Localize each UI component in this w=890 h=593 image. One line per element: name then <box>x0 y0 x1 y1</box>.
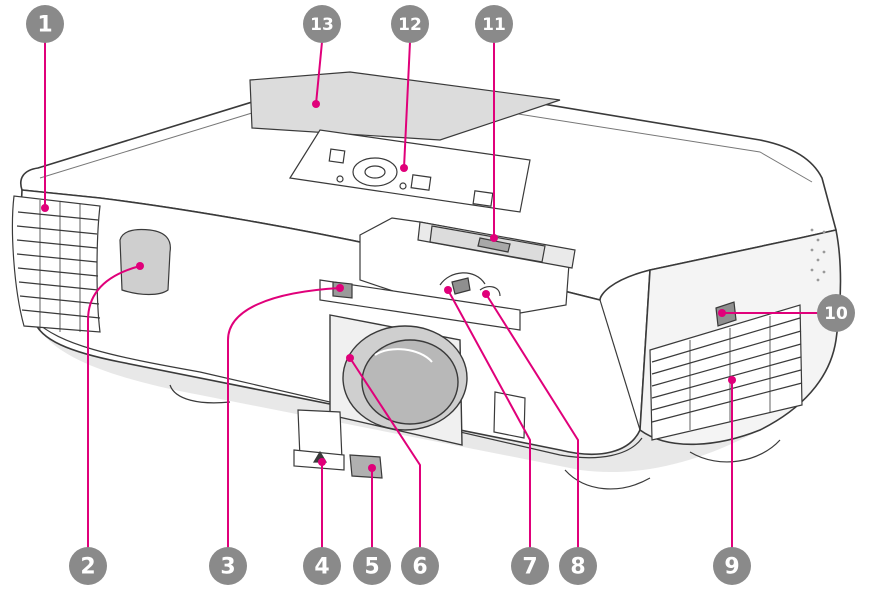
callout-7: 7 <box>511 547 549 585</box>
svg-text:9: 9 <box>724 555 739 580</box>
callout-1: 1 <box>26 5 64 43</box>
callout-badges: 1 13 12 11 10 2 3 4 <box>26 5 855 585</box>
callout-8: 8 <box>559 547 597 585</box>
callout-3: 3 <box>209 547 247 585</box>
callout-11: 11 <box>475 5 513 43</box>
leader-lines <box>44 41 819 549</box>
svg-text:4: 4 <box>314 555 329 580</box>
right-air-vent <box>649 304 803 441</box>
svg-text:6: 6 <box>412 555 427 580</box>
callout-9: 9 <box>713 547 751 585</box>
lamp-cover <box>249 71 561 141</box>
callout-12: 12 <box>391 5 429 43</box>
callout-2: 2 <box>69 547 107 585</box>
callout-13: 13 <box>303 5 341 43</box>
leader-dots <box>41 100 736 472</box>
remote-receiver <box>119 228 171 296</box>
front-slot <box>493 391 526 439</box>
projection-lens <box>329 314 468 446</box>
svg-text:12: 12 <box>398 15 422 35</box>
callout-6: 6 <box>401 547 439 585</box>
zoom-focus-housing <box>359 217 576 321</box>
foot-adjust <box>293 409 383 479</box>
callout-5: 5 <box>353 547 391 585</box>
svg-text:2: 2 <box>80 555 95 580</box>
svg-text:8: 8 <box>570 555 585 580</box>
side-grille <box>810 228 826 282</box>
svg-text:11: 11 <box>482 15 506 35</box>
svg-text:5: 5 <box>364 555 379 580</box>
callout-10: 10 <box>817 294 855 332</box>
callout-4: 4 <box>303 547 341 585</box>
svg-text:10: 10 <box>824 304 848 324</box>
svg-text:1: 1 <box>37 13 52 38</box>
svg-text:13: 13 <box>310 15 334 35</box>
control-panel <box>289 129 531 213</box>
left-air-vent <box>11 195 101 333</box>
svg-text:7: 7 <box>522 555 537 580</box>
svg-text:3: 3 <box>220 555 235 580</box>
